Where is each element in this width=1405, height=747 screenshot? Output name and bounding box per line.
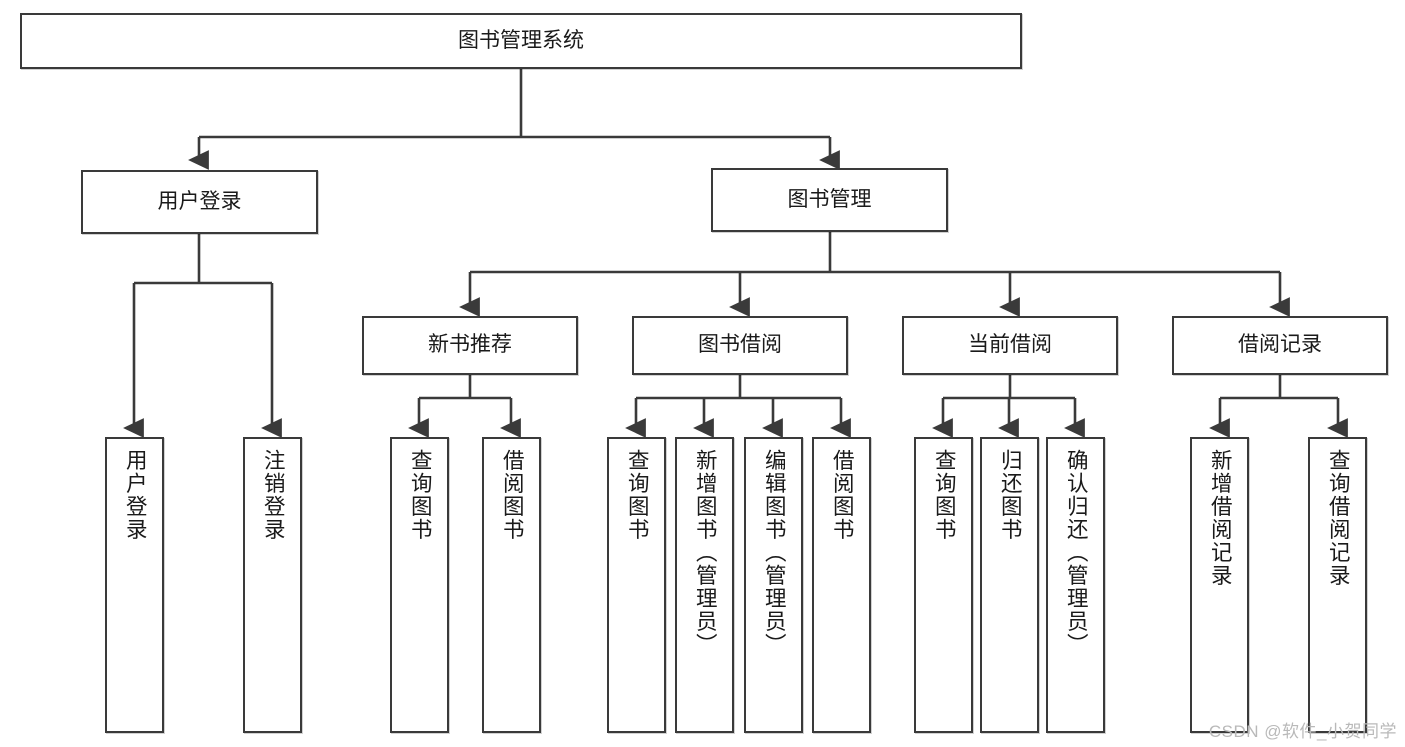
leaf-borrow-book-1-label: 借阅图书 [500,449,525,541]
node-current-borrow-label: 当前借阅 [968,333,1052,357]
node-book-manage-label: 图书管理 [787,187,872,211]
leaf-query-book-1-label: 查询图书 [408,449,433,541]
node-user-login[interactable]: 用户登录 [81,170,318,234]
leaf-return-book[interactable]: 归还图书 [980,437,1039,733]
node-book-borrow-label: 图书借阅 [698,333,782,357]
leaf-add-record-label: 新增借阅记录 [1208,449,1233,587]
leaf-query-record[interactable]: 查询借阅记录 [1308,437,1367,733]
node-current-borrow[interactable]: 当前借阅 [902,316,1118,375]
watermark: CSDN @软件_小贺同学 [1208,722,1397,741]
node-user-login-label: 用户登录 [157,189,242,213]
leaf-borrow-book-2[interactable]: 借阅图书 [812,437,871,733]
leaf-user-login-label: 用户登录 [123,449,148,541]
leaf-query-record-label: 查询借阅记录 [1326,449,1351,587]
node-root[interactable]: 图书管理系统 [20,13,1022,69]
leaf-query-book-3[interactable]: 查询图书 [914,437,973,733]
leaf-query-book-2[interactable]: 查询图书 [607,437,666,733]
node-new-book-rec-label: 新书推荐 [428,333,512,357]
leaf-user-login[interactable]: 用户登录 [105,437,164,733]
node-root-label: 图书管理系统 [458,28,584,52]
leaf-borrow-book-1[interactable]: 借阅图书 [482,437,541,733]
node-new-book-rec[interactable]: 新书推荐 [362,316,578,375]
leaf-query-book-1[interactable]: 查询图书 [390,437,449,733]
leaf-add-book[interactable]: 新增图书（管理员） [675,437,734,733]
leaf-query-book-2-label: 查询图书 [625,449,650,541]
node-book-borrow[interactable]: 图书借阅 [632,316,848,375]
leaf-edit-book[interactable]: 编辑图书（管理员） [744,437,803,733]
leaf-add-book-label: 新增图书（管理员） [693,449,718,656]
node-borrow-record[interactable]: 借阅记录 [1172,316,1388,375]
leaf-confirm-return-label: 确认归还（管理员） [1064,449,1089,656]
leaf-user-logout[interactable]: 注销登录 [243,437,302,733]
leaf-borrow-book-2-label: 借阅图书 [830,449,855,541]
leaf-user-logout-label: 注销登录 [261,449,286,541]
leaf-add-record[interactable]: 新增借阅记录 [1190,437,1249,733]
leaf-confirm-return[interactable]: 确认归还（管理员） [1046,437,1105,733]
leaf-query-book-3-label: 查询图书 [932,449,957,541]
leaf-edit-book-label: 编辑图书（管理员） [762,449,787,656]
node-book-manage[interactable]: 图书管理 [711,168,948,232]
node-borrow-record-label: 借阅记录 [1238,333,1322,357]
leaf-return-book-label: 归还图书 [998,449,1023,541]
